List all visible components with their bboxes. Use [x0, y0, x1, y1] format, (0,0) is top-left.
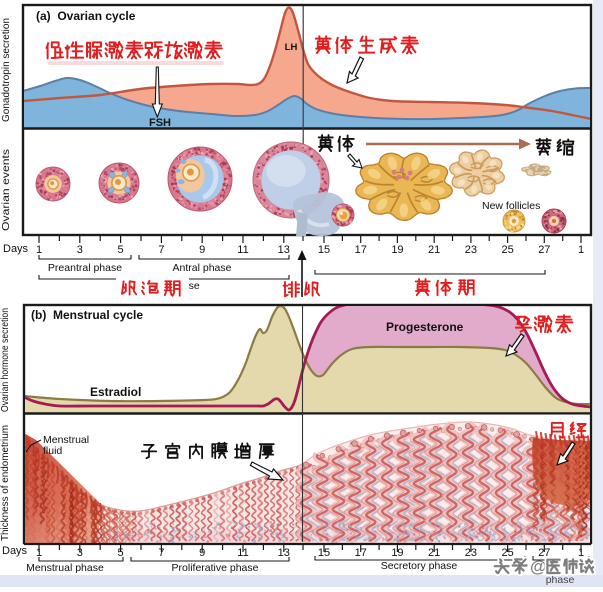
svg-text:11: 11: [237, 244, 248, 256]
svg-text:15: 15: [318, 547, 330, 559]
svg-text:(a) Ovarian cycle: (a) Ovarian cycle: [36, 9, 136, 23]
svg-text:5: 5: [118, 244, 124, 256]
svg-text:3: 3: [77, 244, 83, 256]
svg-text:7: 7: [158, 547, 164, 559]
svg-text:3: 3: [77, 547, 83, 559]
svg-text:Ovarian events: Ovarian events: [0, 149, 12, 231]
svg-text:1: 1: [578, 547, 584, 559]
svg-text:19: 19: [391, 244, 403, 256]
svg-text:Thickness of endometrium: Thickness of endometrium: [0, 425, 11, 541]
svg-text:21: 21: [428, 244, 440, 256]
svg-text:LH: LH: [285, 42, 298, 53]
svg-text:@: @: [530, 557, 547, 576]
svg-text:1: 1: [578, 244, 584, 256]
svg-text:Estradiol: Estradiol: [90, 385, 141, 399]
svg-text:Progesterone: Progesterone: [386, 320, 464, 334]
svg-text:17: 17: [355, 547, 367, 559]
svg-text:phase: phase: [546, 574, 575, 586]
svg-text:13: 13: [278, 244, 290, 256]
svg-text:9: 9: [199, 547, 205, 559]
svg-text:New follicles: New follicles: [482, 200, 540, 212]
svg-text:5: 5: [118, 547, 124, 559]
svg-text:19: 19: [391, 547, 403, 559]
svg-text:25: 25: [501, 547, 513, 559]
svg-text:27: 27: [538, 244, 550, 256]
svg-text:Proliferative phase: Proliferative phase: [172, 562, 259, 574]
svg-text:Preantral phase: Preantral phase: [48, 262, 122, 274]
svg-text:7: 7: [158, 244, 164, 256]
svg-text:Menstrual phase: Menstrual phase: [26, 562, 104, 574]
svg-text:Days: Days: [3, 243, 29, 255]
svg-text:Ovarian hormone secretion: Ovarian hormone secretion: [0, 308, 11, 412]
svg-text:Days: Days: [2, 545, 28, 557]
svg-text:fluid: fluid: [43, 445, 62, 457]
svg-text:15: 15: [318, 244, 330, 256]
svg-text:13: 13: [278, 547, 290, 559]
svg-text:1: 1: [36, 244, 42, 256]
svg-text:FSH: FSH: [149, 117, 171, 129]
svg-text:Secretory phase: Secretory phase: [381, 560, 458, 572]
svg-text:Antral phase: Antral phase: [173, 262, 232, 274]
svg-text:23: 23: [465, 244, 477, 256]
svg-text:Gonadotropin secretion: Gonadotropin secretion: [1, 18, 12, 122]
svg-text:23: 23: [465, 547, 477, 559]
svg-text:27: 27: [538, 547, 550, 559]
svg-text:21: 21: [428, 547, 440, 559]
svg-text:17: 17: [355, 244, 367, 256]
svg-text:1: 1: [36, 547, 42, 559]
svg-text:Menstrual: Menstrual: [43, 434, 89, 446]
svg-text:9: 9: [199, 244, 205, 256]
svg-text:25: 25: [501, 244, 513, 256]
svg-text:11: 11: [237, 547, 248, 559]
svg-text:(b) Menstrual cycle: (b) Menstrual cycle: [31, 308, 143, 322]
